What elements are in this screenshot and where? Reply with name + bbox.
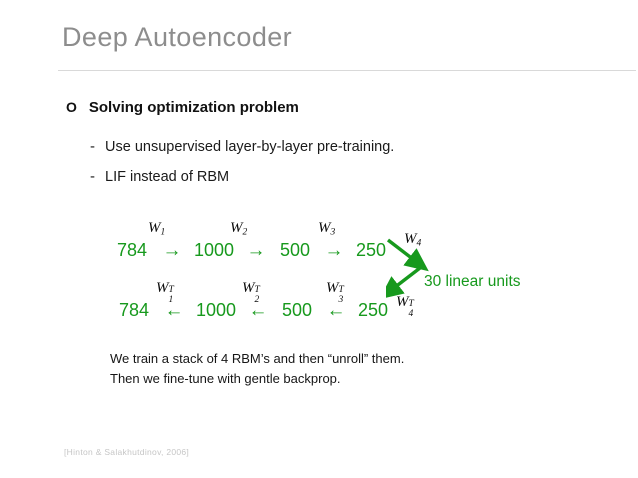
bullet-level1: O Solving optimization problem xyxy=(66,99,299,116)
arrow-left-icon: ← xyxy=(248,300,268,321)
title-divider xyxy=(58,70,636,71)
encoder-node: 1000 xyxy=(193,240,235,260)
bullet-level1-label: Solving optimization problem xyxy=(88,99,299,116)
arrow-right-icon: → xyxy=(324,240,344,261)
encoder-node: 500 xyxy=(279,240,311,260)
bullet-level2-item: - Use unsupervised layer-by-layer pre-tr… xyxy=(90,138,394,155)
weight-label-w4: W4 xyxy=(404,231,422,249)
weight-label-w3: W3 xyxy=(318,220,336,238)
caption-line-1: We train a stack of 4 RBM’s and then “un… xyxy=(110,351,405,366)
decoder-node: 250 xyxy=(357,300,389,320)
dash-bullet-icon: - xyxy=(90,138,95,155)
weight-label-w1: W1 xyxy=(148,220,166,238)
bullet-level2-label: LIF instead of RBM xyxy=(105,169,230,185)
encoder-chain: 784 → 1000 → 500 → 250 xyxy=(110,240,390,261)
arrow-left-icon: ← xyxy=(164,300,184,321)
weight-label-w2: W2 xyxy=(230,220,248,238)
bottleneck-note: 30 linear units xyxy=(424,273,521,290)
bullet-level2-label: Use unsupervised layer-by-layer pre-trai… xyxy=(105,139,395,155)
dash-bullet-icon: - xyxy=(90,168,95,185)
bottleneck-arrows-icon xyxy=(386,238,429,300)
page-title: Deep Autoencoder xyxy=(62,22,293,52)
bullet-level2-item: - LIF instead of RBM xyxy=(90,168,229,185)
decoder-chain: 784 ← 1000 ← 500 ← 250 xyxy=(112,300,392,321)
citation-footer: [Hinton & Salakhutdinov, 2006] xyxy=(64,447,190,457)
arrow-left-icon: ← xyxy=(326,300,346,321)
arrow-right-icon: → xyxy=(162,240,182,261)
decoder-node: 500 xyxy=(281,300,313,320)
encoder-node: 784 xyxy=(116,240,148,260)
arrow-right-icon: → xyxy=(246,240,266,261)
decoder-node: 784 xyxy=(118,300,150,320)
circle-bullet-icon: O xyxy=(66,99,77,115)
decoder-node: 1000 xyxy=(195,300,237,320)
caption-line-2: Then we fine-tune with gentle backprop. xyxy=(110,371,341,386)
encoder-node: 250 xyxy=(355,240,387,260)
